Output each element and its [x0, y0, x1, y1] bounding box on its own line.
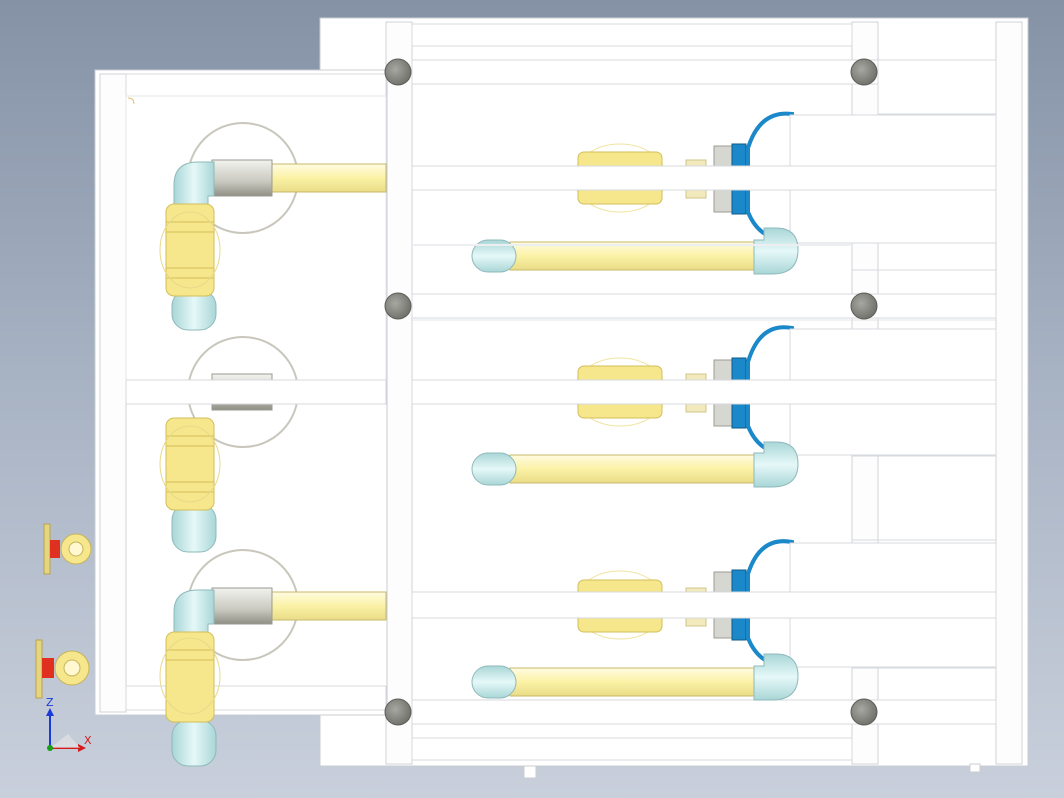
- corner-bolts: [384, 58, 878, 726]
- foot-right: [969, 763, 981, 773]
- bolt-5: [384, 698, 412, 726]
- inlet-valve-lower: [35, 639, 90, 699]
- cross-rails: [125, 165, 997, 619]
- bolt-2: [850, 58, 878, 86]
- bolt-4: [850, 292, 878, 320]
- bolt-6: [850, 698, 878, 726]
- x-axis-label: X: [84, 734, 92, 747]
- bolt-1: [384, 58, 412, 86]
- pipe-row-3: [159, 539, 997, 767]
- foot-left: [523, 765, 537, 779]
- origin-dot: [47, 745, 53, 751]
- pipe-row-1: [159, 111, 997, 331]
- bolt-3: [384, 292, 412, 320]
- axis-triad: Z X: [40, 696, 100, 758]
- z-axis-label: Z: [46, 696, 54, 709]
- inlet-valve-upper: [43, 523, 92, 575]
